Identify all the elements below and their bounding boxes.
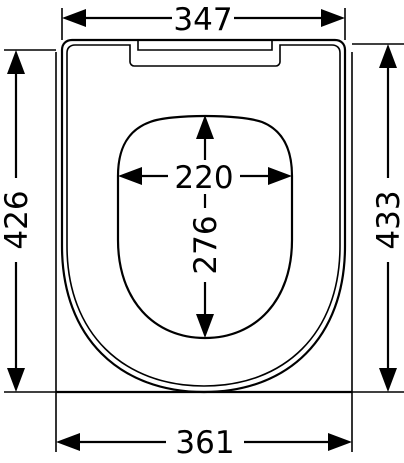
opening-height-dimension: 276 bbox=[188, 115, 224, 338]
arrowhead-up bbox=[196, 115, 214, 139]
arrowhead-down bbox=[379, 368, 397, 392]
opening-width-dimension: 220 bbox=[118, 160, 292, 196]
hinge-cutout bbox=[137, 40, 273, 51]
arrowhead-up bbox=[7, 50, 25, 74]
seat-inner-rim bbox=[66, 44, 341, 387]
arrowhead-down bbox=[7, 368, 25, 392]
bottom-width-label: 361 bbox=[175, 425, 234, 461]
arrowhead-left bbox=[62, 9, 86, 27]
bottom-width-dimension: 361 bbox=[56, 425, 352, 461]
opening-width-label: 220 bbox=[174, 160, 233, 196]
opening-height-label: 276 bbox=[188, 215, 224, 274]
arrowhead-left bbox=[118, 167, 142, 185]
arrowhead-right bbox=[268, 167, 292, 185]
right-height-dimension: 433 bbox=[371, 44, 404, 392]
right-height-label: 433 bbox=[371, 190, 404, 249]
arrowhead-down bbox=[196, 314, 214, 338]
top-width-label: 347 bbox=[173, 2, 232, 38]
arrowhead-right bbox=[328, 433, 352, 451]
seat-outer-edge bbox=[60, 38, 347, 394]
left-height-label: 426 bbox=[0, 190, 35, 249]
arrowhead-up bbox=[379, 44, 397, 68]
arrowhead-left bbox=[56, 433, 80, 451]
left-height-dimension: 426 bbox=[0, 50, 35, 392]
seat-outline bbox=[55, 38, 353, 394]
arrowhead-right bbox=[321, 9, 345, 27]
seat-opening bbox=[116, 114, 294, 340]
top-width-dimension: 347 bbox=[62, 2, 345, 38]
